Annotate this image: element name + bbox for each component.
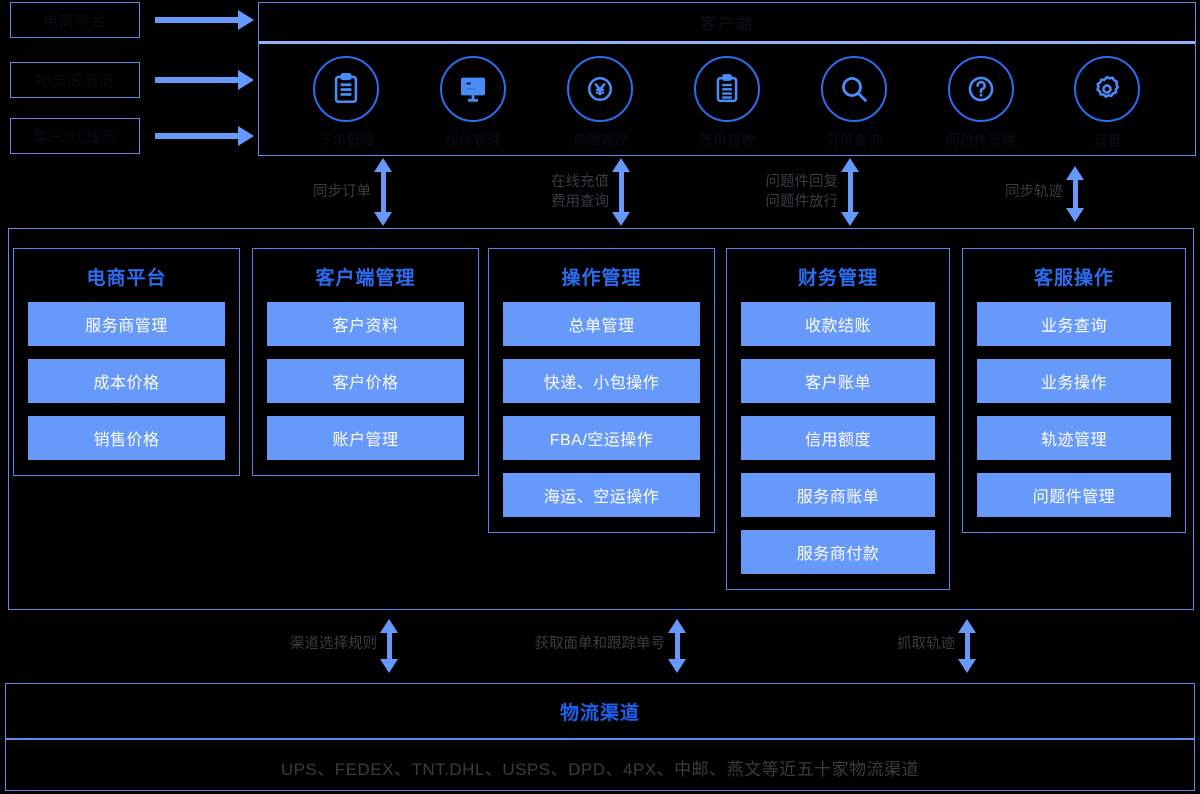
client-platform-panel: 客户端 下单管理 [258,2,1196,156]
source-box-label: 客户/代理商 [32,128,118,146]
connector-line: 渠道选择规则 [290,636,377,652]
icon-label: 设置 [1093,132,1122,148]
module-item[interactable]: 服务商账单 [741,473,935,517]
module-column-client: 客户端管理 客户资料 客户价格 账户管理 [252,248,479,476]
connector-line: 同步轨迹 [1005,184,1063,200]
module-title: 客服操作 [1033,268,1114,289]
connector-line: 费用查询 [551,194,609,210]
connector-line: 在线充值 [551,174,609,190]
icon-label: 费用管理 [572,132,629,148]
module-item[interactable]: 业务操作 [977,359,1171,403]
icon-cell-order[interactable]: 下单管理 [291,56,401,150]
connector-arrow-fetch-track [958,619,976,673]
clipboard2-icon[interactable] [693,56,760,122]
module-item[interactable]: 客户资料 [267,302,464,346]
module-item[interactable]: 成本价格 [28,359,225,403]
connector-arrow-problem [841,158,859,226]
logistics-channel-list: UPS、FEDEX、TNT.DHL、USPS、DPD、4PX、中邮、燕文等近五十… [280,759,920,779]
client-platform-title: 客户端 [259,3,1195,44]
icon-cell-settings[interactable]: 设置 [1052,56,1162,150]
connector-label-recharge: 在线充值 费用查询 [479,172,609,212]
arrow-source-1-to-panel [155,70,254,90]
connector-line: 抓取轨迹 [897,636,955,652]
connector-label-problem: 问题件回复 问题件放行 [693,172,839,212]
connector-line: 同步订单 [313,184,371,200]
arrow-source-0-to-panel [155,10,254,30]
connector-label-get-waybill: 获取面单和跟踪单号 [495,634,666,654]
clipboard-icon[interactable] [313,56,380,122]
logistics-channel-title: 物流渠道 [6,684,1194,740]
icon-label: 操作管理 [445,132,502,148]
icon-cell-fee[interactable]: 费用管理 [545,56,655,150]
module-column-ecommerce: 电商平台 服务商管理 成本价格 销售价格 [13,248,240,476]
module-item[interactable]: 客户账单 [741,359,935,403]
module-item[interactable]: 服务商管理 [28,302,225,346]
icon-cell-query[interactable]: 订单查询 [799,56,909,150]
gear-icon[interactable] [1074,56,1141,122]
source-box-label: 电商平台 [42,12,107,30]
source-box-label: 物流服务商 [34,72,115,90]
connector-line: 问题件放行 [765,194,839,210]
icon-label: 订单查询 [825,132,882,148]
search-icon[interactable] [820,56,887,122]
connector-arrow-channel-rule [380,619,398,673]
monitor-icon[interactable] [440,56,507,122]
source-box-0[interactable]: 电商平台 [10,2,140,38]
connector-arrow-recharge [612,158,630,226]
module-item[interactable]: 海运、空运操作 [503,473,700,517]
source-box-2[interactable]: 客户/代理商 [10,118,140,154]
icon-label: 账单管理 [698,132,755,148]
question-icon[interactable] [947,56,1014,122]
module-item[interactable]: FBA/空运操作 [503,416,700,460]
module-item[interactable]: 销售价格 [28,416,225,460]
arrow-source-2-to-panel [155,126,254,146]
connector-arrow-sync-track [1066,166,1084,222]
connector-arrow-sync-order [374,158,392,226]
module-item[interactable]: 账户管理 [267,416,464,460]
module-item[interactable]: 总单管理 [503,302,700,346]
icon-cell-operation[interactable]: 操作管理 [418,56,528,150]
module-column-finance: 财务管理 收款结账 客户账单 信用额度 服务商账单 服务商付款 [726,248,950,590]
module-column-service: 客服操作 业务查询 业务操作 轨迹管理 问题件管理 [962,248,1186,533]
connector-label-sync-order: 同步订单 [241,182,371,202]
module-column-operation: 操作管理 总单管理 快递、小包操作 FBA/空运操作 海运、空运操作 [488,248,715,533]
icon-label: 问题件管理 [945,132,1016,148]
icon-label: 下单管理 [318,132,375,148]
icon-cell-problem[interactable]: 问题件管理 [926,56,1036,150]
module-item[interactable]: 快递、小包操作 [503,359,700,403]
module-item[interactable]: 业务查询 [977,302,1171,346]
source-box-1[interactable]: 物流服务商 [10,62,140,98]
connector-line: 问题件回复 [765,174,839,190]
module-item[interactable]: 收款结账 [741,302,935,346]
yen-icon[interactable] [567,56,634,122]
client-icon-row: 下单管理 操作管理 [259,44,1195,150]
connector-line: 获取面单和跟踪单号 [534,636,666,652]
module-item[interactable]: 客户价格 [267,359,464,403]
module-item[interactable]: 信用额度 [741,416,935,460]
icon-cell-bill[interactable]: 账单管理 [672,56,782,150]
connector-label-sync-track: 同步轨迹 [933,182,1063,202]
module-title: 电商平台 [86,268,167,289]
module-title: 客户端管理 [315,268,416,289]
module-title: 操作管理 [561,268,642,289]
logistics-channel-box: 物流渠道 UPS、FEDEX、TNT.DHL、USPS、DPD、4PX、中邮、燕… [5,683,1195,791]
module-item[interactable]: 轨迹管理 [977,416,1171,460]
connector-label-channel-rule: 渠道选择规则 [247,634,377,654]
module-title: 财务管理 [797,268,878,289]
module-item[interactable]: 问题件管理 [977,473,1171,517]
module-item[interactable]: 服务商付款 [741,530,935,574]
connector-arrow-get-waybill [668,619,686,673]
connector-label-fetch-track: 抓取轨迹 [825,634,955,654]
